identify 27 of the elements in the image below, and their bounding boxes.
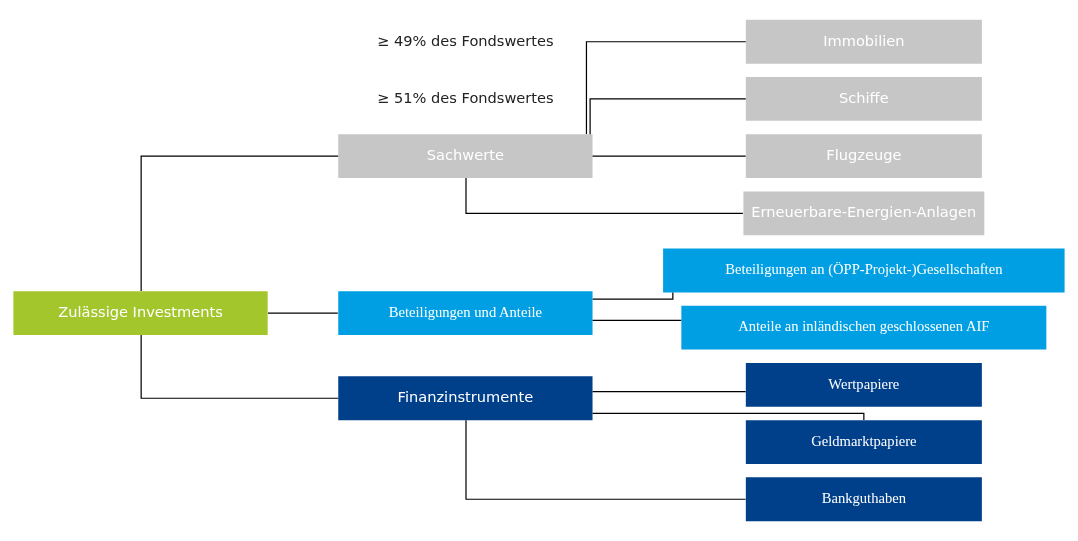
connector (589, 98, 747, 135)
node-box: Sachwerte (338, 134, 593, 179)
node-box: Bankguthaben (745, 477, 982, 522)
node-box: Zulässige Investments (13, 291, 268, 335)
node-box: Flugzeuge (745, 134, 982, 179)
node-box: Schiffe (745, 77, 982, 121)
node-box: Geldmarktpapiere (745, 420, 982, 464)
connector (591, 390, 747, 393)
connector (140, 155, 339, 292)
connector (591, 155, 747, 157)
label: ≥ 51% des Fondswertes (377, 88, 554, 106)
node-box: Anteile an inländischen geschlossenen AIF (681, 305, 1047, 350)
connector (267, 312, 339, 314)
node-box: Finanzinstrumente (338, 376, 593, 421)
connector (585, 41, 747, 135)
node-box: Beteiligungen und Anteile (338, 291, 593, 335)
node-box: Immobilien (745, 19, 982, 64)
connector (592, 291, 674, 300)
node-box: Erneuerbare-Energien-Anlagen (743, 191, 985, 236)
label: ≥ 49% des Fondswertes (377, 31, 554, 49)
connector (465, 419, 747, 500)
node-box: Beteiligungen an (ÖPP-Projekt-)Gesellschaften (663, 248, 1065, 293)
connector (591, 319, 682, 321)
connector (140, 334, 339, 399)
connector (591, 412, 865, 421)
node-box: Wertpapiere (745, 362, 982, 407)
connector (465, 177, 744, 214)
